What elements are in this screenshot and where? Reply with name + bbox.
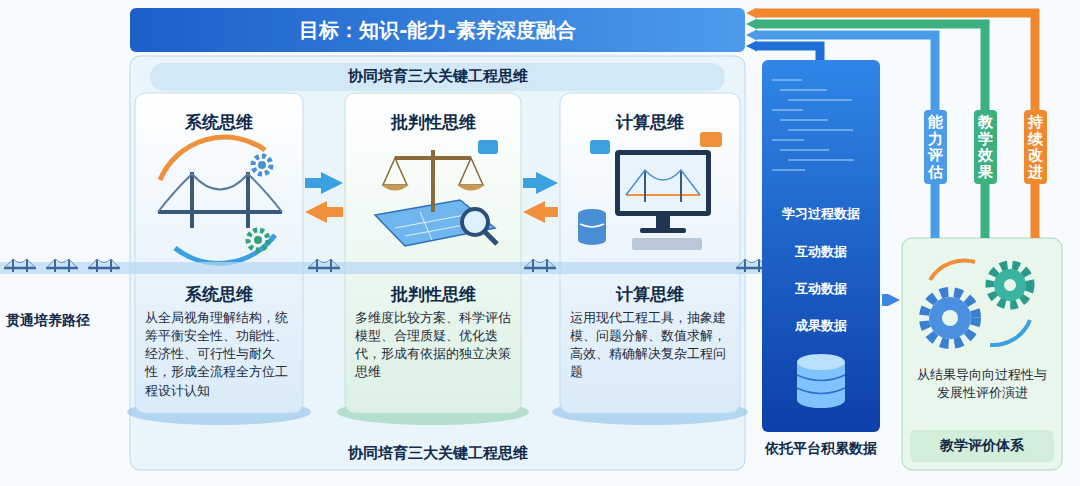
evaluation-box: 从结果导向向过程性与发展性评价演进教学评价体系 — [902, 238, 1062, 470]
flow-arrow — [327, 207, 343, 217]
database-icon — [797, 354, 845, 408]
thinking-column-text: 批判性思维 — [345, 111, 521, 134]
thinking-column: 批判性思维批判性思维多维度比较方案、科学评估模型、合理质疑、优化迭代，形成有依据… — [345, 93, 521, 413]
evaluation-box-text: 从结果导向向过程性与发展性评价演进 — [912, 366, 1052, 402]
flow-arrow — [523, 178, 536, 188]
path-label: 贯通培养路径 — [6, 312, 90, 330]
thinking-column-text: 计算思维 — [560, 111, 740, 134]
code-lines — [772, 80, 854, 170]
thinking-column-text: 系统思维 — [135, 111, 303, 134]
arrow-label: 能力评估 — [924, 110, 947, 184]
thinking-column-text: 从全局视角理解结构，统筹平衡安全性、功能性、经济性、可行性与耐久性，形成全流程全… — [145, 309, 295, 400]
thinking-column-text: 批判性思维 — [345, 283, 521, 306]
data-column-text: 互动数据 — [762, 280, 880, 298]
flow-arrow — [882, 294, 888, 306]
flow-arrow — [305, 178, 321, 188]
gears-icon — [924, 261, 1030, 346]
path-band — [0, 262, 762, 274]
banner-bg — [130, 8, 745, 52]
data-column-text: 成果数据 — [762, 317, 880, 335]
columns — [127, 93, 748, 425]
thinking-column: 系统思维系统思维从全局视角理解结构，统筹平衡安全性、功能性、经济性、可行性与耐久… — [135, 93, 303, 413]
thinking-column: 计算思维计算思维运用现代工程工具，抽象建模、问题分解、数值求解，高效、精确解决复… — [560, 93, 740, 413]
eval-box — [902, 238, 1062, 470]
goal-banner-text: 目标：知识-能力-素养深度融合 — [130, 17, 745, 44]
arrow-label: 持续改进 — [1024, 110, 1047, 184]
computer-icon — [578, 132, 722, 250]
scales-magnifier-icon — [375, 140, 498, 246]
data-column-text: 依托平台积累数据 — [754, 440, 888, 458]
flow-arrow — [757, 13, 1035, 238]
data-column-text: 互动数据 — [762, 243, 880, 261]
thinking-column-text: 计算思维 — [560, 283, 740, 306]
flow-arrow — [757, 24, 985, 238]
flow-arrow — [757, 35, 935, 238]
thinking-column-text: 多维度比较方案、科学评估模型、合理质疑、优化迭代，形成有依据的独立决策思维 — [355, 309, 513, 382]
goal-banner: 目标：知识-能力-素养深度融合 — [130, 8, 745, 52]
thinking-panel-text: 协同培育三大关键工程思维 — [130, 67, 745, 86]
flow-arrow — [757, 46, 820, 60]
thinking-column-text: 运用现代工程工具，抽象建模、问题分解、数值求解，高效、精确解决复杂工程问题 — [570, 309, 732, 382]
evaluation-box-text: 教学评价体系 — [902, 437, 1062, 455]
thinking-column-text: 系统思维 — [135, 283, 303, 306]
data-column: 学习过程数据互动数据互动数据成果数据依托平台积累数据 — [762, 60, 880, 432]
thinking-panel-text: 协同培育三大关键工程思维 — [130, 444, 745, 463]
flow-arrow — [545, 207, 558, 217]
bridge-markers — [4, 259, 768, 272]
data-column — [762, 60, 880, 432]
bridge-gears-icon — [158, 137, 282, 263]
thinking-panel: 协同培育三大关键工程思维协同培育三大关键工程思维系统思维系统思维从全局视角理解结… — [130, 56, 745, 470]
arrow-label: 教学效果 — [974, 110, 997, 184]
data-column-text: 学习过程数据 — [762, 205, 880, 223]
